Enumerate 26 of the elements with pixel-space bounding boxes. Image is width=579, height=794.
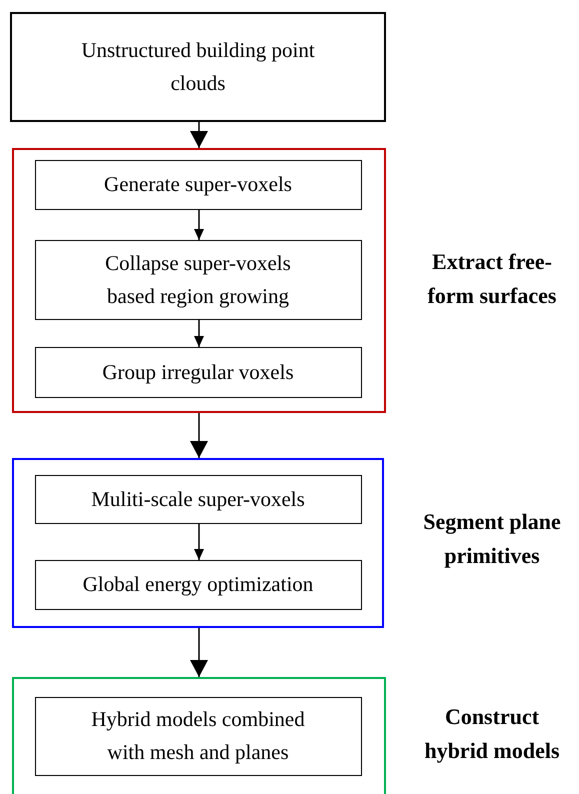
step-text: Collapse super-voxels based region growing xyxy=(104,250,292,310)
step-box xyxy=(34,474,362,524)
step-text: Global energy optimization xyxy=(82,571,314,598)
process-box xyxy=(10,12,386,122)
arrow xyxy=(194,320,204,347)
arrow xyxy=(194,524,204,560)
stage-label: Construct hybrid models xyxy=(423,703,561,765)
step-text: Group irregular voxels xyxy=(102,358,294,386)
stage-label: Segment plane primitives xyxy=(422,508,562,570)
arrow xyxy=(190,413,208,458)
step-text: Unstructured building point clouds xyxy=(80,37,316,97)
arrow xyxy=(190,122,208,148)
arrow xyxy=(190,628,208,677)
step-box xyxy=(34,346,362,398)
step-text: Generate super-voxels xyxy=(104,171,292,198)
step-box xyxy=(34,696,362,776)
group-box xyxy=(12,148,386,413)
step-box xyxy=(34,160,362,210)
step-text: Muliti-scale super-voxels xyxy=(91,486,305,512)
stage-label: Extract free-form surfaces xyxy=(426,248,558,310)
step-box xyxy=(34,560,362,610)
arrow xyxy=(194,210,204,240)
step-text: Hybrid models combined with mesh and planes xyxy=(90,706,306,766)
group-box xyxy=(12,677,386,794)
step-box xyxy=(34,240,362,320)
group-box xyxy=(12,458,384,628)
